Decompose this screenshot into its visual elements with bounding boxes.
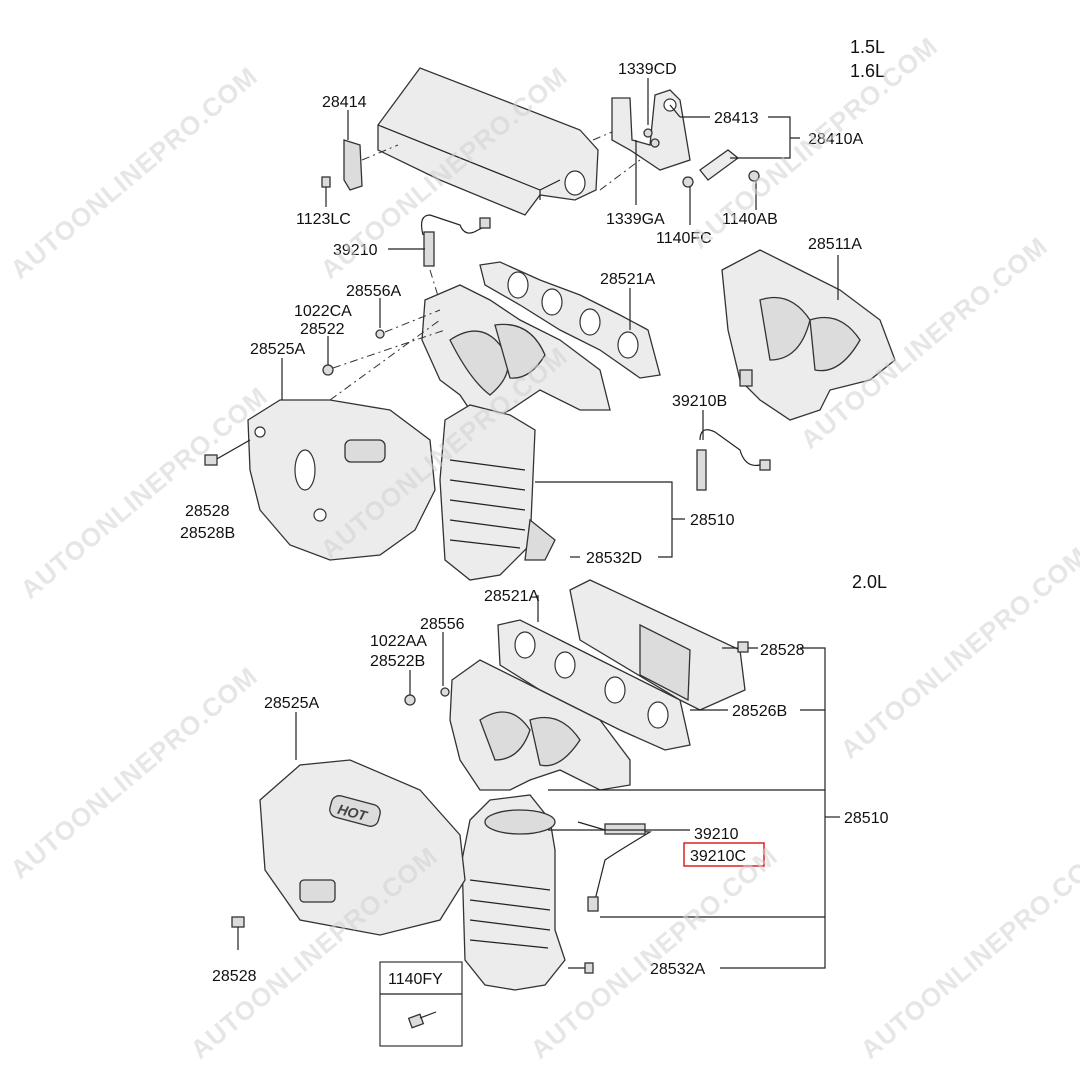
oxygen-sensor-39210c — [577, 821, 653, 912]
part-label[interactable]: 28522 — [300, 321, 345, 338]
watermark: AUTOONLINEPRO.COM — [685, 31, 944, 255]
watermark: AUTOONLINEPRO.COM — [525, 841, 784, 1065]
part-label-highlighted[interactable]: 39210C — [690, 848, 746, 865]
part-label[interactable]: 28522B — [370, 653, 425, 670]
heat-protector-28525a-lower: HOT — [259, 759, 466, 936]
part-label[interactable]: 39210B — [672, 393, 727, 410]
part-label[interactable]: 28556 — [420, 616, 465, 633]
part-label[interactable]: 1140AB — [722, 211, 778, 228]
protector-28526b — [569, 579, 746, 711]
part-label[interactable]: 28532D — [586, 550, 642, 567]
bolts-1140-icon — [682, 170, 760, 210]
gasket-28521a-upper — [479, 261, 661, 379]
boxed-bolt-1140fy: 1140FY — [379, 961, 463, 1047]
part-label[interactable]: 1022CA — [294, 303, 352, 320]
part-label[interactable]: 28528 — [185, 503, 230, 520]
part-label[interactable]: 28528 — [760, 642, 805, 659]
watermark: AUTOONLINEPRO.COM — [15, 381, 274, 605]
part-label[interactable]: 39210 — [333, 242, 378, 259]
part-label[interactable]: 28532A — [650, 961, 705, 978]
bolt-icon — [407, 1011, 437, 1029]
part-label[interactable]: 1022AA — [370, 633, 427, 650]
engine-label-1-5l: 1.5L — [850, 37, 885, 57]
part-label[interactable]: 1140FY — [388, 971, 443, 988]
part-label[interactable]: 1339GA — [606, 211, 665, 228]
part-label[interactable]: 28521A — [600, 271, 655, 288]
catalytic-converter-lower — [461, 794, 566, 991]
part-label[interactable]: 28521A — [484, 588, 539, 605]
part-label[interactable]: 28413 — [714, 110, 759, 127]
watermark: AUTOONLINEPRO.COM — [5, 661, 264, 885]
exhaust-manifold-upper — [421, 284, 611, 421]
engine-label-2-0l: 2.0L — [852, 572, 887, 592]
oxygen-sensor-39210b — [696, 429, 771, 491]
exhaust-manifold-lower — [449, 659, 631, 791]
engine-cover-outline — [377, 67, 599, 216]
part-label[interactable]: 28410A — [808, 131, 863, 148]
part-label[interactable]: 1140FC — [656, 230, 712, 247]
part-label[interactable]: 1123LC — [296, 211, 351, 228]
lower-part-labels: 28521A 28556 1022AA 28522B 28525A 28528 … — [212, 588, 889, 985]
watermark: AUTOONLINEPRO.COM — [855, 841, 1080, 1065]
part-label[interactable]: 28511A — [808, 236, 862, 253]
engine-label-1-6l: 1.6L — [850, 61, 885, 81]
hot-cover-text: HOT — [336, 801, 370, 824]
part-label[interactable]: 28528 — [212, 968, 257, 985]
engine-variant-labels: 1.5L 1.6L 2.0L — [850, 37, 887, 592]
part-label[interactable]: 28525A — [264, 695, 319, 712]
part-label[interactable]: 1339CD — [618, 61, 677, 78]
heat-protector-bracket-28414 — [343, 139, 399, 191]
part-label[interactable]: 28414 — [322, 94, 367, 111]
bracket-28413 — [592, 89, 740, 191]
bolt-28528-upper-icon — [204, 439, 251, 466]
part-label[interactable]: 39210 — [694, 826, 739, 843]
part-label[interactable]: 28510 — [690, 512, 735, 529]
part-label[interactable]: 28556A — [346, 283, 401, 300]
manifold-28511a — [721, 249, 896, 421]
part-label[interactable]: 28528B — [180, 525, 235, 542]
watermark: AUTOONLINEPRO.COM — [5, 61, 264, 285]
part-label[interactable]: 28525A — [250, 341, 305, 358]
bolt-1123lc-icon — [321, 176, 331, 205]
upper-part-labels: 28414 1339CD 28413 28410A 1123LC 1339GA … — [180, 61, 863, 567]
leader-lines — [281, 78, 840, 969]
heat-protector-28525a-upper — [247, 319, 441, 561]
part-label[interactable]: 28510 — [844, 810, 889, 827]
highlight-box — [683, 842, 765, 867]
part-label[interactable]: 28526B — [732, 703, 787, 720]
nuts-upper-icon — [322, 309, 446, 376]
catalytic-converter-upper — [439, 404, 556, 581]
